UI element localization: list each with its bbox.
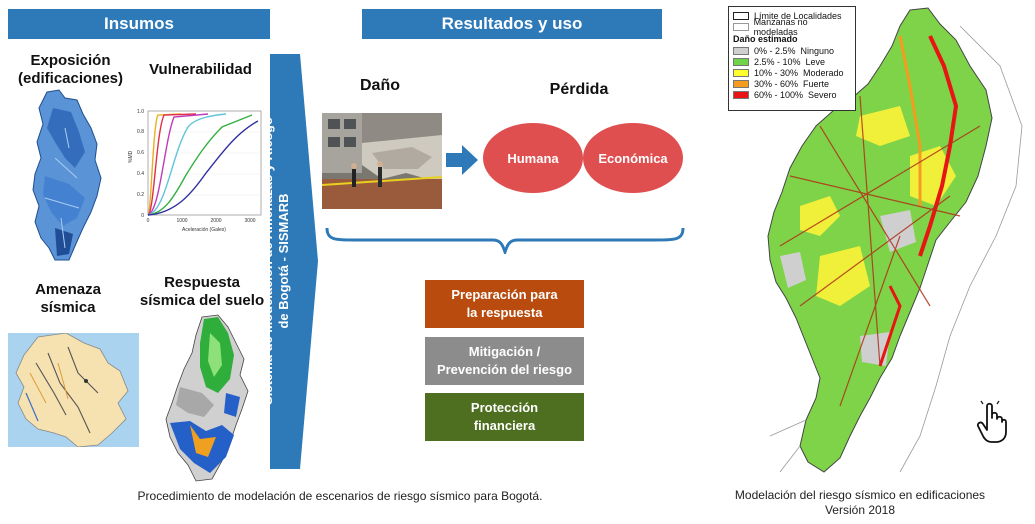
- caption-left: Procedimiento de modelación de escenario…: [137, 489, 543, 503]
- chart-ytick-5: 1.0: [137, 109, 144, 115]
- chart-xtick-1: 1000: [176, 218, 187, 224]
- legend-item: 0% - 2.5% Ninguno: [733, 45, 851, 56]
- legend-item: 60% - 100% Severo: [733, 89, 851, 100]
- legend-swatch-leve: [733, 57, 749, 66]
- legend-title: Daño estimado: [733, 34, 798, 44]
- legend-limite-row: Límite de Localidades: [733, 10, 851, 21]
- hand-pointer-icon[interactable]: [975, 400, 1009, 444]
- sismarb-label: Sistema de Modelación de Amenazas y Ries…: [260, 117, 291, 405]
- resultados-header: Resultados y uso: [362, 9, 662, 39]
- caption-right: Modelación del riesgo sísmico en edifica…: [734, 488, 986, 517]
- sismarb-arrow: [270, 54, 318, 469]
- legend-no-modeladas-swatch: [733, 22, 749, 31]
- damage-to-loss-arrow: [446, 145, 478, 175]
- chart-ytick-2: 0.4: [137, 171, 144, 177]
- respuesta-label: Respuesta sísmica del suelo: [139, 274, 265, 309]
- chart-ytick-1: 0.2: [137, 192, 144, 198]
- legend-item: 2.5% - 10% Leve: [733, 56, 851, 67]
- legend-limite-swatch: [733, 11, 749, 20]
- vulnerabilidad-label: Vulnerabilidad: [149, 61, 252, 78]
- chart-ytick-3: 0.6: [137, 150, 144, 156]
- use-proteccion: Protección financiera: [425, 393, 584, 441]
- legend-swatch-fuerte: [733, 79, 749, 88]
- chart-ytick-4: 0.8: [137, 129, 144, 135]
- exposure-map: [32, 89, 102, 261]
- insumos-header: Insumos: [8, 9, 270, 39]
- map-legend: Límite de Localidades Manzanas no modela…: [728, 6, 856, 111]
- legend-swatch-moderado: [733, 68, 749, 77]
- damage-photo: [322, 113, 442, 209]
- risk-map-bogota: [767, 7, 1023, 473]
- legend-label-fuerte: 30% - 60% Fuerte: [754, 78, 830, 89]
- legend-limite-label: Límite de Localidades: [754, 10, 842, 21]
- hazard-map: [8, 333, 139, 447]
- use-mitigacion: Mitigación / Prevención del riesgo: [425, 337, 584, 385]
- legend-item: 10% - 30% Moderado: [733, 67, 851, 78]
- use-preparacion: Preparación para la respuesta: [425, 280, 584, 328]
- loss-humana: Humana: [483, 123, 583, 193]
- soil-response-map: [165, 314, 249, 482]
- results-brace: [325, 227, 685, 254]
- perdida-label: Pérdida: [549, 81, 609, 98]
- legend-label-moderado: 10% - 30% Moderado: [754, 67, 844, 78]
- chart-ytick-0: 0: [141, 213, 144, 219]
- legend-no-modeladas-row: Manzanas no modeladas: [733, 17, 851, 37]
- legend-label-leve: 2.5% - 10% Leve: [754, 56, 826, 67]
- legend-label-ninguno: 0% - 2.5% Ninguno: [754, 45, 835, 56]
- legend-item: 30% - 60% Fuerte: [733, 78, 851, 89]
- legend-swatch-severo: [733, 90, 749, 99]
- exposicion-label: Exposición (edificaciones): [17, 52, 124, 87]
- legend-no-modeladas-label: Manzanas no modeladas: [753, 16, 808, 37]
- legend-label-severo: 60% - 100% Severo: [754, 89, 837, 100]
- chart-xlabel: Aceleración (Gales): [182, 227, 226, 233]
- chart-xtick-3: 3000: [244, 218, 255, 224]
- legend-swatch-ninguno: [733, 46, 749, 55]
- dano-label: Daño: [360, 77, 400, 94]
- loss-economica: Económica: [583, 123, 683, 193]
- chart-xtick-2: 2000: [210, 218, 221, 224]
- chart-ylabel: %MD: [128, 150, 134, 163]
- vulnerability-chart: %MD 0 0.2 0.4 0.6 0.8 1.0 0 1000 2000 30…: [128, 109, 262, 233]
- amenaza-label: Amenaza sísmica: [35, 281, 101, 316]
- chart-xtick-0: 0: [147, 218, 150, 224]
